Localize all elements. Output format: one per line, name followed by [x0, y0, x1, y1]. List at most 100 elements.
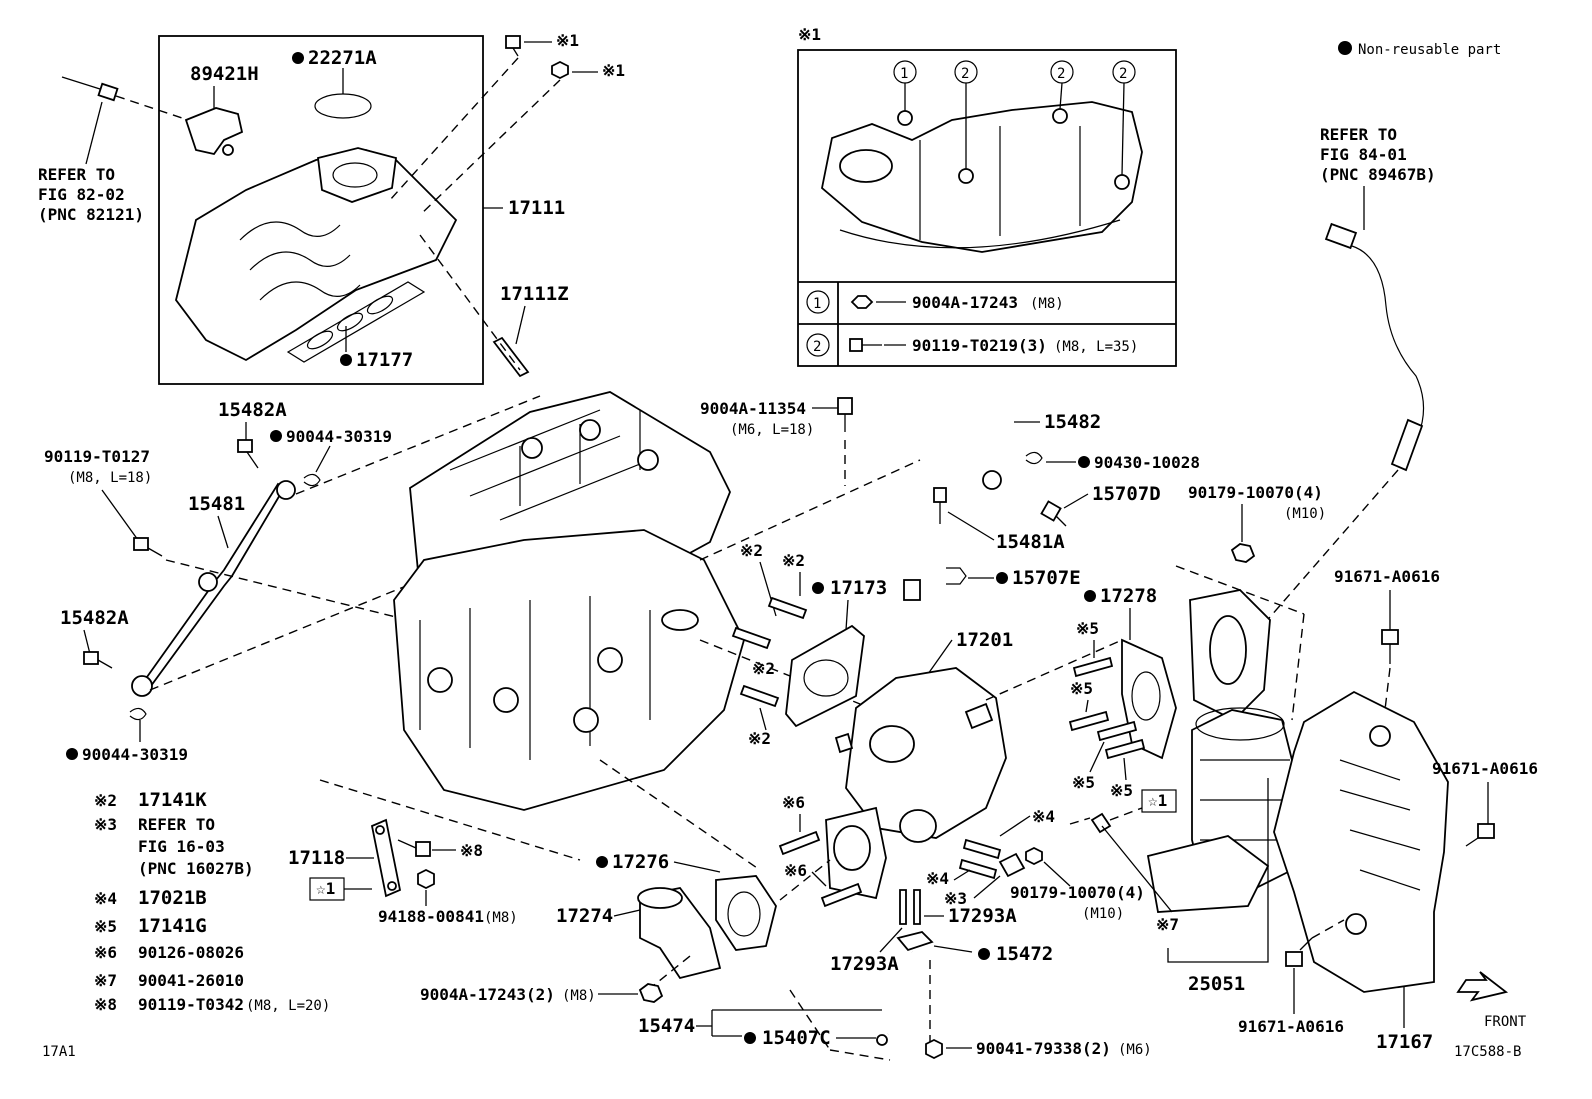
- gasket-90430[interactable]: [1025, 451, 1043, 465]
- nut-icon[interactable]: [551, 60, 569, 80]
- note-text[interactable]: 17141G: [138, 915, 207, 937]
- elbow-17274[interactable]: [639, 887, 722, 980]
- callout-90179-low[interactable]: 90179-10070(4): [1010, 883, 1145, 902]
- callout-s2c[interactable]: ※2: [752, 659, 775, 678]
- nut-9004A-17243[interactable]: [638, 983, 664, 1003]
- stud-17293A-left[interactable]: [899, 889, 907, 925]
- turbocharger-housing[interactable]: [845, 667, 1007, 839]
- callout-s5c[interactable]: ※5: [1072, 773, 1095, 792]
- bolt-15482A-top[interactable]: [237, 439, 253, 453]
- gasket-15407C[interactable]: [876, 1034, 888, 1046]
- callout-s4b[interactable]: ※4: [926, 869, 949, 888]
- bolt-90119-T0127[interactable]: [133, 537, 149, 551]
- callout-15482A-low[interactable]: 15482A: [60, 607, 129, 629]
- refer-82-line3[interactable]: (PNC 82121): [38, 205, 144, 224]
- callout-17118[interactable]: 17118: [288, 847, 345, 869]
- callout-89421H[interactable]: 89421H: [190, 63, 259, 85]
- engine-block[interactable]: [393, 529, 745, 811]
- callout-90179-top[interactable]: 90179-10070(4): [1188, 483, 1323, 502]
- note-text[interactable]: 90126-08026: [138, 943, 244, 962]
- gasket-17276[interactable]: [715, 875, 777, 951]
- gasket-ring-22271A[interactable]: [314, 93, 372, 119]
- gasket-90044-low[interactable]: [129, 707, 147, 721]
- bolt-91671-bottom[interactable]: [1285, 951, 1303, 967]
- callout-15707D[interactable]: 15707D: [1092, 483, 1161, 505]
- refer-84-line3[interactable]: (PNC 89467B): [1320, 165, 1436, 184]
- nut-94188[interactable]: [417, 868, 435, 890]
- callout-94188[interactable]: 94188-00841: [378, 907, 484, 926]
- stud-2b[interactable]: [731, 626, 772, 650]
- sensor-89421H[interactable]: [184, 107, 244, 156]
- callout-90044-low[interactable]: 90044-30319: [82, 745, 188, 764]
- stud-6a[interactable]: [778, 830, 821, 856]
- callout-17274[interactable]: 17274: [556, 905, 613, 927]
- inset-row2-part[interactable]: 90119-T0219(3): [912, 336, 1047, 355]
- stud-2c[interactable]: [739, 684, 780, 708]
- bolt-15707D[interactable]: [1040, 500, 1062, 522]
- callout-s2a[interactable]: ※2: [740, 541, 763, 560]
- stud-5c[interactable]: [1096, 720, 1138, 742]
- note-text[interactable]: FIG 16-03: [138, 837, 225, 856]
- callout-15474[interactable]: 15474: [638, 1015, 695, 1037]
- gasket-s7[interactable]: [1090, 812, 1112, 834]
- callout-s5b[interactable]: ※5: [1070, 679, 1093, 698]
- o2-sensor-body[interactable]: [1390, 418, 1424, 472]
- callout-17177[interactable]: 17177: [356, 349, 413, 371]
- manifold-gasket-17177[interactable]: [286, 281, 426, 363]
- callout-15481A[interactable]: 15481A: [996, 531, 1065, 553]
- callout-15482A-top[interactable]: 15482A: [218, 399, 287, 421]
- nut-90041-79338[interactable]: [925, 1038, 943, 1060]
- callout-s5a[interactable]: ※5: [1076, 619, 1099, 638]
- nut-90179-top[interactable]: [1230, 543, 1256, 563]
- callout-25051[interactable]: 25051: [1188, 973, 1245, 995]
- callout-s5d[interactable]: ※5: [1110, 781, 1133, 800]
- callout-91671-right[interactable]: 91671-A0616: [1432, 759, 1538, 778]
- callout-22271A[interactable]: 22271A: [308, 47, 377, 69]
- callout-90044-top[interactable]: 90044-30319: [286, 427, 392, 446]
- callout-9004A-11354[interactable]: 9004A-11354: [700, 399, 806, 418]
- callout-15472[interactable]: 15472: [996, 943, 1053, 965]
- callout-15482[interactable]: 15482: [1044, 411, 1101, 433]
- stud-5b[interactable]: [1068, 710, 1110, 732]
- callout-17173[interactable]: 17173: [830, 577, 887, 599]
- stud-4a[interactable]: [962, 838, 1002, 860]
- callout-s2d[interactable]: ※2: [748, 729, 771, 748]
- note-text[interactable]: 90119-T0342: [138, 995, 244, 1014]
- bolt-91671-top[interactable]: [1381, 629, 1399, 645]
- callout-90119-T0127[interactable]: 90119-T0127: [44, 447, 150, 466]
- bolt-icon[interactable]: [505, 35, 521, 49]
- stud-4b[interactable]: [958, 858, 998, 880]
- bracket-17118[interactable]: [370, 818, 402, 898]
- refer-82-line2[interactable]: FIG 82-02: [38, 185, 125, 204]
- bolt-15482A-low[interactable]: [83, 651, 99, 665]
- gasket-15707E[interactable]: [946, 567, 967, 585]
- callout-17293A-right[interactable]: 17293A: [948, 905, 1017, 927]
- callout-17167[interactable]: 17167: [1376, 1031, 1433, 1053]
- stud-5d[interactable]: [1104, 738, 1146, 760]
- stud-17293A-right[interactable]: [913, 889, 921, 925]
- callout-17111Z[interactable]: 17111Z: [500, 283, 569, 305]
- callout-15481[interactable]: 15481: [188, 493, 245, 515]
- note-text[interactable]: REFER TO: [138, 815, 215, 834]
- gasket-17278[interactable]: [1121, 638, 1177, 760]
- callout-90430[interactable]: 90430-10028: [1094, 453, 1200, 472]
- callout-s6a[interactable]: ※6: [782, 793, 805, 812]
- callout-s8[interactable]: ※8: [460, 841, 483, 860]
- bolt-9004A-11354[interactable]: [837, 397, 853, 415]
- callout-9004A-17243[interactable]: 9004A-17243(2): [420, 985, 555, 1004]
- note-text[interactable]: 90041-26010: [138, 971, 244, 990]
- bracket-s3[interactable]: [998, 852, 1026, 878]
- gasket-15472[interactable]: [896, 931, 934, 952]
- bolt-91671-right[interactable]: [1477, 823, 1495, 839]
- callout-s3[interactable]: ※3: [944, 889, 967, 908]
- callout-17276[interactable]: 17276: [612, 851, 669, 873]
- callout-s6b[interactable]: ※6: [784, 861, 807, 880]
- callout-s4a[interactable]: ※4: [1032, 807, 1055, 826]
- refer-82-line1[interactable]: REFER TO: [38, 165, 115, 184]
- note-text[interactable]: 17141K: [138, 789, 207, 811]
- nut-90179-low[interactable]: [1025, 846, 1043, 866]
- stud-2a[interactable]: [767, 596, 808, 620]
- star1-right-box[interactable]: ☆1: [1148, 791, 1167, 810]
- callout-s7[interactable]: ※7: [1156, 915, 1179, 934]
- bolt-15481A[interactable]: [933, 487, 947, 503]
